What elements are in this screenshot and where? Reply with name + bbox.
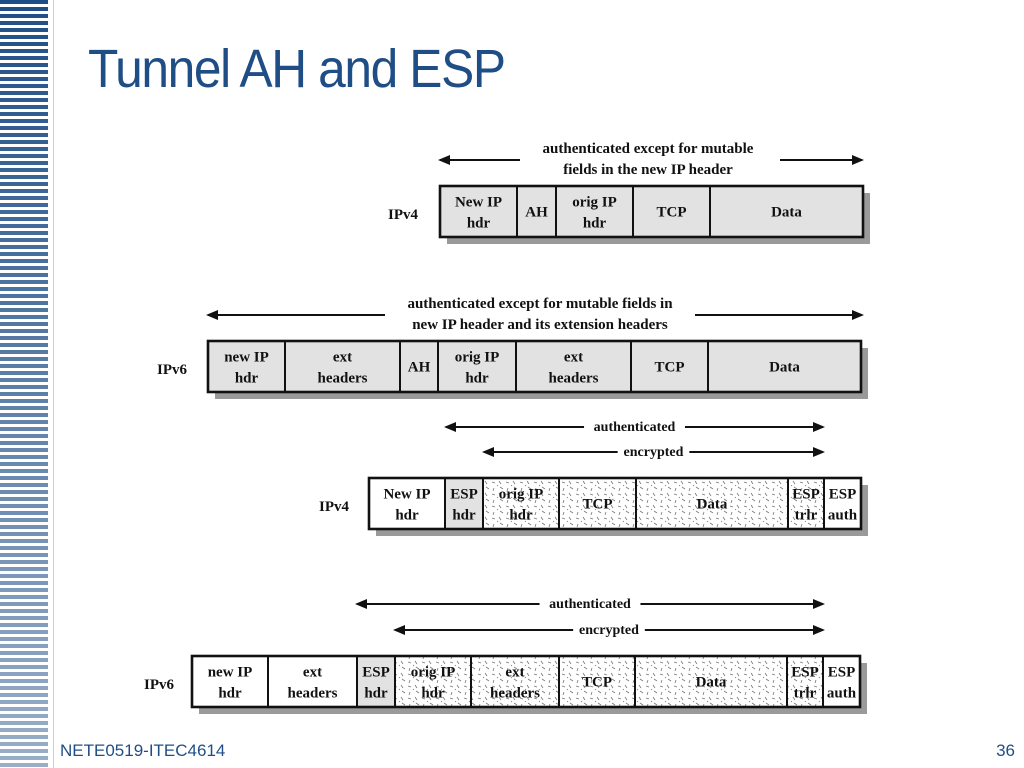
- esp-ipv6-encrypted-arrow: encrypted: [393, 620, 825, 638]
- slide-title: Tunnel AH and ESP: [88, 39, 506, 99]
- esp-ipv4-authenticated-arrow: authenticated: [444, 417, 825, 435]
- ah-ipv6-packet-field-ah-text-1: AH: [408, 360, 431, 376]
- ah-ipv6-row-label: IPv6: [157, 362, 188, 378]
- esp-ipv6-packet-field-orig-ip-hdr-text-2: hdr: [421, 686, 445, 702]
- esp-ipv6-packet-field-orig-ip-hdr-text-1: orig IP: [411, 665, 456, 681]
- ah-ipv6-packet: new IP hdr ext headers AH orig IP hdr ext header…: [206, 339, 868, 399]
- esp-ipv6-packet: new IP hdr ext headers ESP hdr orig IP hdr ext he…: [190, 654, 867, 714]
- ah-ipv6-packet-field-ext-headers-text-1: ext: [333, 350, 352, 366]
- esp-ipv6-packet-field-new-ip-hdr-text-1: new IP: [208, 665, 253, 681]
- ah-ipv4-row-label: IPv4: [388, 207, 419, 223]
- esp-ipv6-packet-field-esp-auth-text-1: ESP: [828, 665, 856, 681]
- ah-ipv4-packet-field-ah-text-1: AH: [525, 205, 548, 221]
- esp-ipv4-row-label: IPv4: [319, 499, 350, 515]
- ah-ipv6-packet-field-tcp-text-1: TCP: [655, 360, 685, 376]
- esp-ipv4-packet-field-data: [635, 477, 789, 530]
- ah-ipv6-packet-field-orig-ip-hdr-text-1: orig IP: [455, 350, 500, 366]
- esp-ipv4-packet-outline: [367, 476, 863, 531]
- esp-ipv6-row-label: IPv6: [144, 677, 175, 693]
- esp-ipv6-packet-field-ext-headers-text-2: headers: [288, 686, 338, 702]
- ah-ipv4-packet-outline: [438, 184, 865, 239]
- ah-ipv6-packet-field-ext-headers-text-1: ext: [564, 350, 583, 366]
- esp-ipv4-packet-field-esp-hdr-text-1: ESP: [450, 487, 478, 503]
- ah-ipv4-packet-field-tcp-text-1: TCP: [657, 205, 687, 221]
- esp-ipv6-encrypted-arrow-label: encrypted: [579, 623, 639, 638]
- ah-ipv6-packet-field-new-ip-hdr-text-1: new IP: [224, 350, 269, 366]
- esp-ipv6-packet-field-data-text-1: Data: [696, 675, 727, 691]
- esp-ipv6-packet-field-ext-headers: [267, 655, 358, 708]
- decorative-stripe-bar: [0, 0, 48, 768]
- ah-ipv6-packet-field-new-ip-hdr-text-2: hdr: [235, 371, 259, 387]
- esp-ipv4-packet-field-new-ip-hdr-text-2: hdr: [395, 508, 419, 524]
- vertical-rule: [53, 0, 54, 768]
- esp-ipv4-authenticated-arrow-label: authenticated: [594, 420, 676, 435]
- ah-ipv4-packet-field-new-ip-hdr-text-1: New IP: [455, 195, 502, 211]
- esp-ipv4-packet-field-new-ip-hdr-text-1: New IP: [383, 487, 430, 503]
- esp-ipv6-packet-field-esp-trlr-text-1: ESP: [791, 665, 819, 681]
- esp-ipv6-packet-field-new-ip-hdr-text-2: hdr: [218, 686, 242, 702]
- esp-ipv6-packet-field-tcp-text-1: TCP: [582, 675, 612, 691]
- ah-ipv6-packet-field-tcp: [630, 340, 709, 393]
- esp-ipv4-packet-field-orig-ip-hdr-text-1: orig IP: [499, 487, 544, 503]
- ah-ipv4-packet-field-new-ip-hdr-text-2: hdr: [467, 216, 491, 232]
- ah-ipv6-packet-field-ext-headers: [515, 340, 632, 393]
- esp-ipv6-packet-field-esp-hdr-text-2: hdr: [364, 686, 388, 702]
- ah-ipv6-packet-field-data: [707, 340, 862, 393]
- esp-ipv4-packet-field-esp-auth-text-1: ESP: [829, 487, 857, 503]
- ah-ipv6-packet-field-ext-headers: [284, 340, 401, 393]
- esp-ipv4-packet: New IP hdr ESP hdr orig IP hdr TCP Data ESP trlr E…: [367, 476, 868, 536]
- ah-ipv6-span-label-line-2: new IP header and its extension headers: [412, 317, 668, 333]
- esp-ipv4-packet-field-esp-auth-text-2: auth: [828, 508, 858, 524]
- esp-ipv6-packet-field-esp-auth-text-2: auth: [827, 686, 857, 702]
- course-code: NETE0519-ITEC4614: [60, 741, 226, 760]
- esp-ipv6-packet-field-ext-headers-text-1: ext: [505, 665, 524, 681]
- esp-ipv6-packet-field-esp-hdr-text-1: ESP: [362, 665, 390, 681]
- esp-ipv4-encrypted-arrow-label: encrypted: [624, 445, 684, 460]
- ah-ipv4-packet-field-orig-ip-hdr-text-1: orig IP: [572, 195, 617, 211]
- esp-ipv4-packet-field-esp-trlr-text-2: trlr: [795, 508, 818, 524]
- esp-ipv4-packet-field-esp-hdr-text-2: hdr: [452, 508, 476, 524]
- ah-ipv6-span-label-bg: [385, 295, 695, 333]
- esp-ipv6-authenticated-arrow-label: authenticated: [549, 597, 631, 612]
- esp-ipv6-authenticated-arrow: authenticated: [355, 594, 825, 612]
- ah-ipv6-packet-field-data-text-1: Data: [769, 360, 800, 376]
- esp-ipv4-packet-field-orig-ip-hdr: [482, 477, 560, 530]
- esp-ipv4-packet-field-data-text-1: Data: [697, 497, 728, 513]
- ah-ipv6-packet-outline: [206, 339, 863, 394]
- ah-ipv4-packet-field-data-text-1: Data: [771, 205, 802, 221]
- ah-ipv6-span-label-line-1: authenticated except for mutable fields …: [407, 296, 673, 312]
- ah-ipv4-span-label-bg: [520, 140, 780, 178]
- ah-ipv6-packet-field-orig-ip-hdr-text-2: hdr: [465, 371, 489, 387]
- ah-ipv4-span-label-line-1: authenticated except for mutable: [543, 141, 754, 157]
- esp-ipv6-packet-field-ext-headers-text-2: headers: [490, 686, 540, 702]
- esp-ipv4-packet-field-esp-trlr-text-1: ESP: [792, 487, 820, 503]
- esp-ipv6-packet-field-esp-trlr-text-2: trlr: [794, 686, 817, 702]
- esp-ipv6-packet-field-ext-headers-text-1: ext: [303, 665, 322, 681]
- ah-ipv4-span-label-line-2: fields in the new IP header: [563, 162, 733, 178]
- ah-ipv6-packet-field-ext-headers-text-2: headers: [549, 371, 599, 387]
- page-number: 36: [996, 741, 1015, 760]
- ah-ipv6-packet-field-ext-headers-text-2: headers: [318, 371, 368, 387]
- esp-ipv6-packet-outline: [190, 654, 862, 709]
- ah-ipv4-packet: New IP hdr AH orig IP hdr TCP Data: [438, 184, 870, 244]
- ah-ipv4-packet-field-orig-ip-hdr-text-2: hdr: [583, 216, 607, 232]
- esp-ipv4-packet-field-tcp-text-1: TCP: [583, 497, 613, 513]
- esp-ipv4-packet-field-orig-ip-hdr-text-2: hdr: [509, 508, 533, 524]
- esp-ipv4-encrypted-arrow: encrypted: [482, 442, 825, 460]
- esp-ipv6-packet-field-tcp: [558, 655, 636, 708]
